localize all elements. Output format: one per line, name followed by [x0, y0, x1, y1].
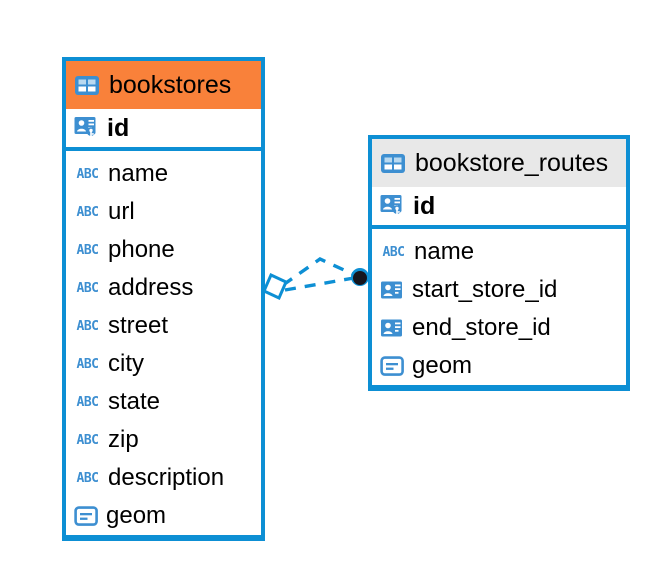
entity-bookstore-routes-fields: ABC name start_store_id: [372, 229, 626, 385]
foreign-key-icon: [380, 318, 405, 339]
field-row-phone[interactable]: ABC phone: [66, 231, 261, 269]
field-row-address[interactable]: ABC address: [66, 269, 261, 307]
field-row-street[interactable]: ABC street: [66, 307, 261, 345]
field-name-label: zip: [108, 426, 139, 453]
entity-bookstore-routes[interactable]: bookstore_routes id: [368, 135, 630, 391]
field-row-geom[interactable]: geom: [66, 497, 261, 535]
foreign-key-icon: [380, 280, 405, 301]
field-name-label: end_store_id: [412, 314, 551, 341]
circle-endpoint-icon[interactable]: [351, 268, 369, 286]
text-field-icon: ABC: [382, 244, 405, 260]
field-name-id: id: [413, 191, 436, 220]
geometry-field-icon: [74, 505, 99, 527]
entity-bookstores-fields: ABC name ABC url ABC phone ABC address A…: [66, 151, 261, 535]
field-row-zip[interactable]: ABC zip: [66, 421, 261, 459]
table-icon: [74, 75, 100, 96]
primary-key-icon: [380, 194, 406, 218]
entity-bookstore-routes-header[interactable]: bookstore_routes: [372, 139, 626, 187]
text-field-icon: ABC: [76, 204, 99, 220]
diamond-endpoint-icon[interactable]: [262, 272, 288, 301]
text-field-icon: ABC: [76, 432, 99, 448]
text-field-icon: ABC: [76, 242, 99, 258]
text-field-icon: ABC: [76, 166, 99, 182]
field-row-end-store-id[interactable]: end_store_id: [372, 309, 626, 347]
field-name-label: description: [108, 464, 225, 491]
field-name-label: name: [414, 238, 475, 265]
field-name-label: city: [108, 350, 144, 377]
relationship-line-lower: [284, 276, 355, 292]
text-field-icon: ABC: [76, 280, 99, 296]
text-field-icon: ABC: [76, 470, 99, 486]
field-row-start-store-id[interactable]: start_store_id: [372, 271, 626, 309]
relationship-line-upper: [282, 257, 358, 287]
field-name-label: address: [108, 274, 194, 301]
field-name-id: id: [107, 113, 130, 142]
text-field-icon: ABC: [76, 394, 99, 410]
field-row-description[interactable]: ABC description: [66, 459, 261, 497]
field-row-city[interactable]: ABC city: [66, 345, 261, 383]
field-row-geom[interactable]: geom: [372, 347, 626, 385]
field-name-label: geom: [106, 502, 167, 529]
table-icon: [380, 153, 406, 174]
entity-bookstores[interactable]: bookstores id: [62, 57, 265, 541]
field-row-url[interactable]: ABC url: [66, 193, 261, 231]
field-row-id[interactable]: id: [66, 109, 261, 151]
field-name-label: url: [108, 198, 135, 225]
field-row-name[interactable]: ABC name: [66, 155, 261, 193]
geometry-field-icon: [380, 355, 405, 377]
field-name-label: name: [108, 160, 169, 187]
field-name-label: state: [108, 388, 161, 415]
field-row-id[interactable]: id: [372, 187, 626, 229]
field-name-label: start_store_id: [412, 276, 558, 303]
field-row-state[interactable]: ABC state: [66, 383, 261, 421]
field-name-label: geom: [412, 352, 473, 379]
entity-bookstore-routes-title: bookstore_routes: [415, 148, 609, 177]
field-name-label: street: [108, 312, 169, 339]
entity-bookstores-header[interactable]: bookstores: [66, 61, 261, 109]
primary-key-icon: [74, 116, 100, 140]
text-field-icon: ABC: [76, 356, 99, 372]
entity-bookstores-title: bookstores: [109, 70, 232, 99]
text-field-icon: ABC: [76, 318, 99, 334]
field-name-label: phone: [108, 236, 175, 263]
field-row-name[interactable]: ABC name: [372, 233, 626, 271]
